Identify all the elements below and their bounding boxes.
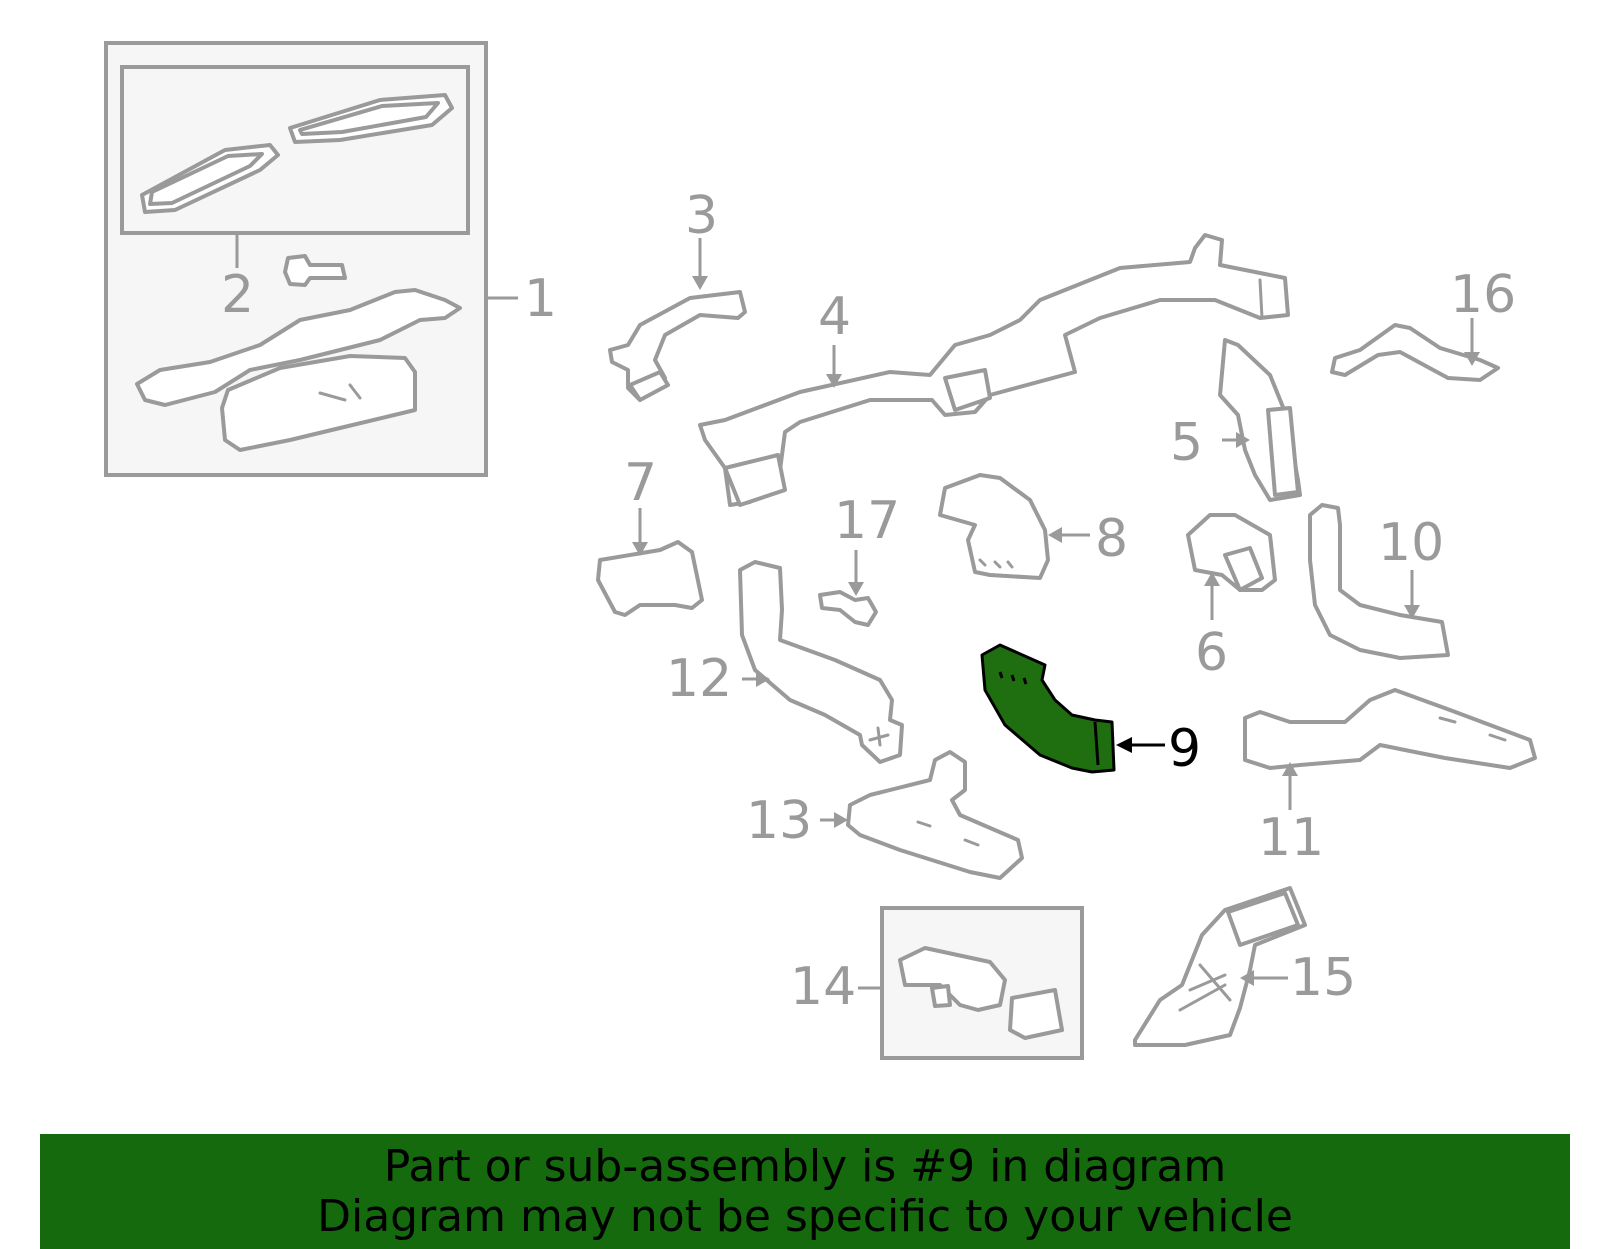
callout-11: 11 <box>1258 808 1324 868</box>
part-13-group <box>820 750 1024 880</box>
part-8-clips <box>978 558 1014 569</box>
part-13-clips <box>916 820 980 847</box>
part-9-duct <box>980 643 1116 774</box>
arrow-7 <box>632 542 648 556</box>
part-1-housing-bracket <box>135 288 462 407</box>
arrow-16 <box>1464 352 1480 366</box>
assembly-1-group <box>104 41 518 477</box>
callout-17: 17 <box>834 491 900 551</box>
part-9-group <box>980 643 1165 774</box>
part-16-group <box>1330 318 1500 382</box>
part-3-outlet <box>628 370 670 402</box>
part-4-outlet-left <box>723 453 787 507</box>
part-5-outlet <box>1266 406 1300 497</box>
arrow-8 <box>1048 527 1062 543</box>
part-9-details <box>998 671 1100 766</box>
callout-7: 7 <box>624 453 657 513</box>
part-12-group <box>738 560 904 764</box>
callout-12: 12 <box>666 649 732 709</box>
part-14-clip <box>930 984 952 1008</box>
part-8-group <box>938 473 1090 580</box>
callout-13: 13 <box>746 791 812 851</box>
part-15-ribs <box>1178 963 1232 1012</box>
part-5-group <box>1218 338 1302 502</box>
callout-2: 2 <box>221 265 254 325</box>
callout-14: 14 <box>790 957 856 1017</box>
part-17-bolt <box>818 590 878 627</box>
part-10-group <box>1308 503 1450 660</box>
callout-3: 3 <box>685 186 718 246</box>
part-14-group <box>858 906 1084 1060</box>
arrow-17 <box>848 582 864 596</box>
arrow-9 <box>1116 737 1132 753</box>
part-11-group <box>1243 688 1537 810</box>
part-1-screw <box>283 254 347 287</box>
part-7-group <box>596 508 704 617</box>
arrow-12 <box>756 671 770 687</box>
part-7-vent <box>596 540 704 617</box>
arrow-13 <box>834 812 848 828</box>
part-11-clips <box>1438 716 1507 742</box>
arrow-10 <box>1404 605 1420 619</box>
part-16-hose <box>1330 323 1500 382</box>
part-4-outlet-right-edge <box>1258 278 1264 320</box>
part-15-outlet <box>1226 891 1300 947</box>
arrow-11 <box>1282 762 1298 776</box>
arrow-6 <box>1204 572 1220 586</box>
callout-1: 1 <box>524 269 557 329</box>
part-4-group <box>698 233 1290 507</box>
part-14-seal <box>1008 988 1064 1040</box>
callout-10: 10 <box>1378 513 1444 573</box>
part-4-outlet-center <box>943 368 992 412</box>
callout-8: 8 <box>1095 509 1128 569</box>
part-14-vent <box>898 946 1007 1012</box>
part-6-group <box>1186 513 1277 620</box>
arrow-3 <box>692 276 708 290</box>
part-12-duct <box>738 560 904 764</box>
callout-4: 4 <box>818 287 851 347</box>
arrow-15 <box>1240 970 1254 986</box>
arrow-4 <box>826 374 842 388</box>
info-banner: Part or sub-assembly is #9 in diagram Di… <box>40 1134 1570 1249</box>
callout-9: 9 <box>1168 719 1201 779</box>
part-1-housing-body <box>220 354 417 452</box>
part-12-outlet-detail <box>868 726 890 747</box>
banner-line-disclaimer: Diagram may not be specific to your vehi… <box>317 1191 1293 1242</box>
part-4-duct <box>698 233 1290 507</box>
part-10-duct <box>1308 503 1450 660</box>
part-2-seal-right-inner <box>298 101 440 136</box>
callout-15: 15 <box>1290 948 1356 1008</box>
part-13-duct <box>846 750 1024 880</box>
part-15-group <box>1133 886 1307 1047</box>
part-8-duct <box>938 473 1050 580</box>
callout-16: 16 <box>1450 265 1516 325</box>
part-3-duct <box>608 290 747 402</box>
part-2-seal-left-inner <box>148 152 264 206</box>
banner-line-part: Part or sub-assembly is #9 in diagram <box>383 1141 1227 1192</box>
arrow-5 <box>1236 432 1250 448</box>
part-11-duct <box>1243 688 1537 770</box>
callout-5: 5 <box>1170 413 1203 473</box>
part-6-louver <box>1223 546 1264 592</box>
part-17-group <box>818 550 878 627</box>
part-3-group <box>608 238 747 402</box>
part-1-housing-detail <box>318 383 362 402</box>
callout-6: 6 <box>1195 623 1228 683</box>
